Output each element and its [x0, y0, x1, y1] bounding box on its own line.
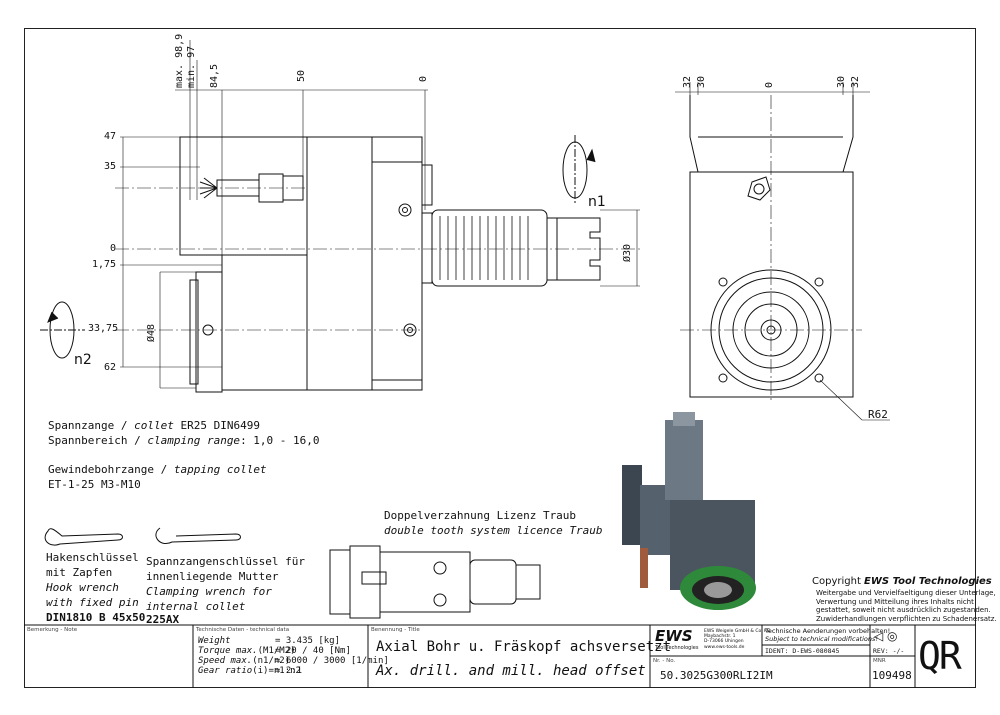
dim-62: 62 — [104, 362, 117, 373]
hook-wrench-spec: DIN1810 B 45x50 — [46, 611, 146, 624]
projection-symbol: ◁ ◎ — [874, 629, 898, 643]
clamping-wrench-en2: internal collet — [146, 600, 246, 613]
dim-side-32a: 32 — [682, 75, 693, 88]
torque-value: = 20 / 40 [Nm] — [275, 646, 351, 656]
clamping-range-note: Spannbereich / clamping range: 1,0 - 16,… — [48, 434, 320, 447]
tapping-collet-note: Gewindebohrzange / tapping collet — [48, 463, 267, 476]
dim-max: max. 98,9 — [174, 33, 185, 88]
dim-r62: R62 — [868, 408, 888, 421]
dim-side-30a: 30 — [696, 75, 707, 88]
speed-value: = 6000 / 3000 [1/min] — [275, 656, 389, 666]
name-label: Benennung - Title — [371, 627, 420, 633]
dim-33-75: 33,75 — [88, 323, 119, 334]
hook-wrench-en1: Hook wrench — [46, 581, 119, 594]
ratio-row: Gear ratio(i)=n1:n2 — [198, 666, 301, 676]
dim-1-75: 1,75 — [92, 259, 117, 270]
hook-wrench-de1: Hakenschlüssel — [46, 551, 139, 564]
ews-logo-sub: Tool Technologies — [655, 645, 699, 651]
weight-label: Weight — [198, 636, 231, 646]
hook-wrench-de2: mit Zapfen — [46, 566, 113, 579]
clamping-wrench-en1: Clamping wrench for — [146, 585, 272, 598]
rotation-n1: n1 — [588, 194, 606, 210]
dim-0-top: 0 — [418, 75, 429, 82]
nr-label: Nr. - No. — [653, 658, 676, 664]
qr-label: QR — [918, 634, 962, 678]
weight-value: = 3.435 [kg] — [275, 636, 341, 646]
part-number: 50.3025G300RLI2IM — [660, 669, 773, 682]
tapping-collet-spec: ET-1-25 M3-M10 — [48, 478, 141, 491]
title-de: Axial Bohr u. Fräskopf achsversetzt — [376, 639, 672, 655]
dim-50: 50 — [296, 69, 307, 82]
front-housing — [689, 171, 854, 398]
drawing-sheet — [24, 28, 976, 688]
dim-dia-30: Ø30 — [622, 243, 633, 262]
change-notice: Technische Aenderungen vorbehalten!Subje… — [765, 627, 891, 643]
mnr-number: 109498 — [872, 669, 912, 682]
tech-data-label: Technische Daten - technical data — [196, 627, 290, 633]
speed-row: Speed max.(n1/n2) — [198, 656, 291, 666]
revision: REV: -/- — [873, 647, 905, 655]
main-housing — [306, 136, 423, 391]
copyright-text: Weitergabe und Vervielfaeltigung dieser … — [816, 589, 997, 623]
title-en: Ax. drill. and mill. head offset — [376, 663, 646, 679]
torque-row: Torque max.(M1/M2) — [198, 646, 296, 656]
dim-side-30b: 30 — [836, 75, 847, 88]
note-label: Bemerkung - Note — [27, 627, 78, 633]
double-tooth-en: double tooth system licence Traub — [384, 524, 603, 537]
ratio-value: = 2:1 — [275, 666, 303, 676]
dim-side-32b: 32 — [850, 75, 861, 88]
clamping-wrench-de1: Spannzangenschlüssel für — [146, 555, 305, 568]
dim-84: 84,5 — [209, 63, 220, 88]
clamping-wrench-de2: innenliegende Mutter — [146, 570, 279, 583]
ident: IDENT: D-EWS-080845 — [765, 647, 840, 655]
mnr-label: MNR — [873, 658, 886, 664]
dim-47: 47 — [104, 131, 117, 142]
dim-dia-48: Ø48 — [146, 323, 157, 342]
dim-side-0: 0 — [764, 81, 775, 88]
copyright-title: Copyright EWS Tool Technologies — [812, 576, 992, 587]
dim-min: min. 97 — [186, 45, 197, 88]
collet-note: Spannzange / collet ER25 DIN6499 — [48, 419, 260, 432]
rotation-n2: n2 — [74, 352, 92, 368]
clamping-wrench-spec: 225AX — [146, 613, 180, 626]
ews-logo: EWS — [655, 627, 693, 645]
hook-wrench-en2: with fixed pin — [46, 596, 139, 609]
dim-35: 35 — [104, 161, 117, 172]
dim-0-left: 0 — [110, 243, 117, 254]
double-tooth-de: Doppelverzahnung Lizenz Traub — [384, 509, 577, 522]
